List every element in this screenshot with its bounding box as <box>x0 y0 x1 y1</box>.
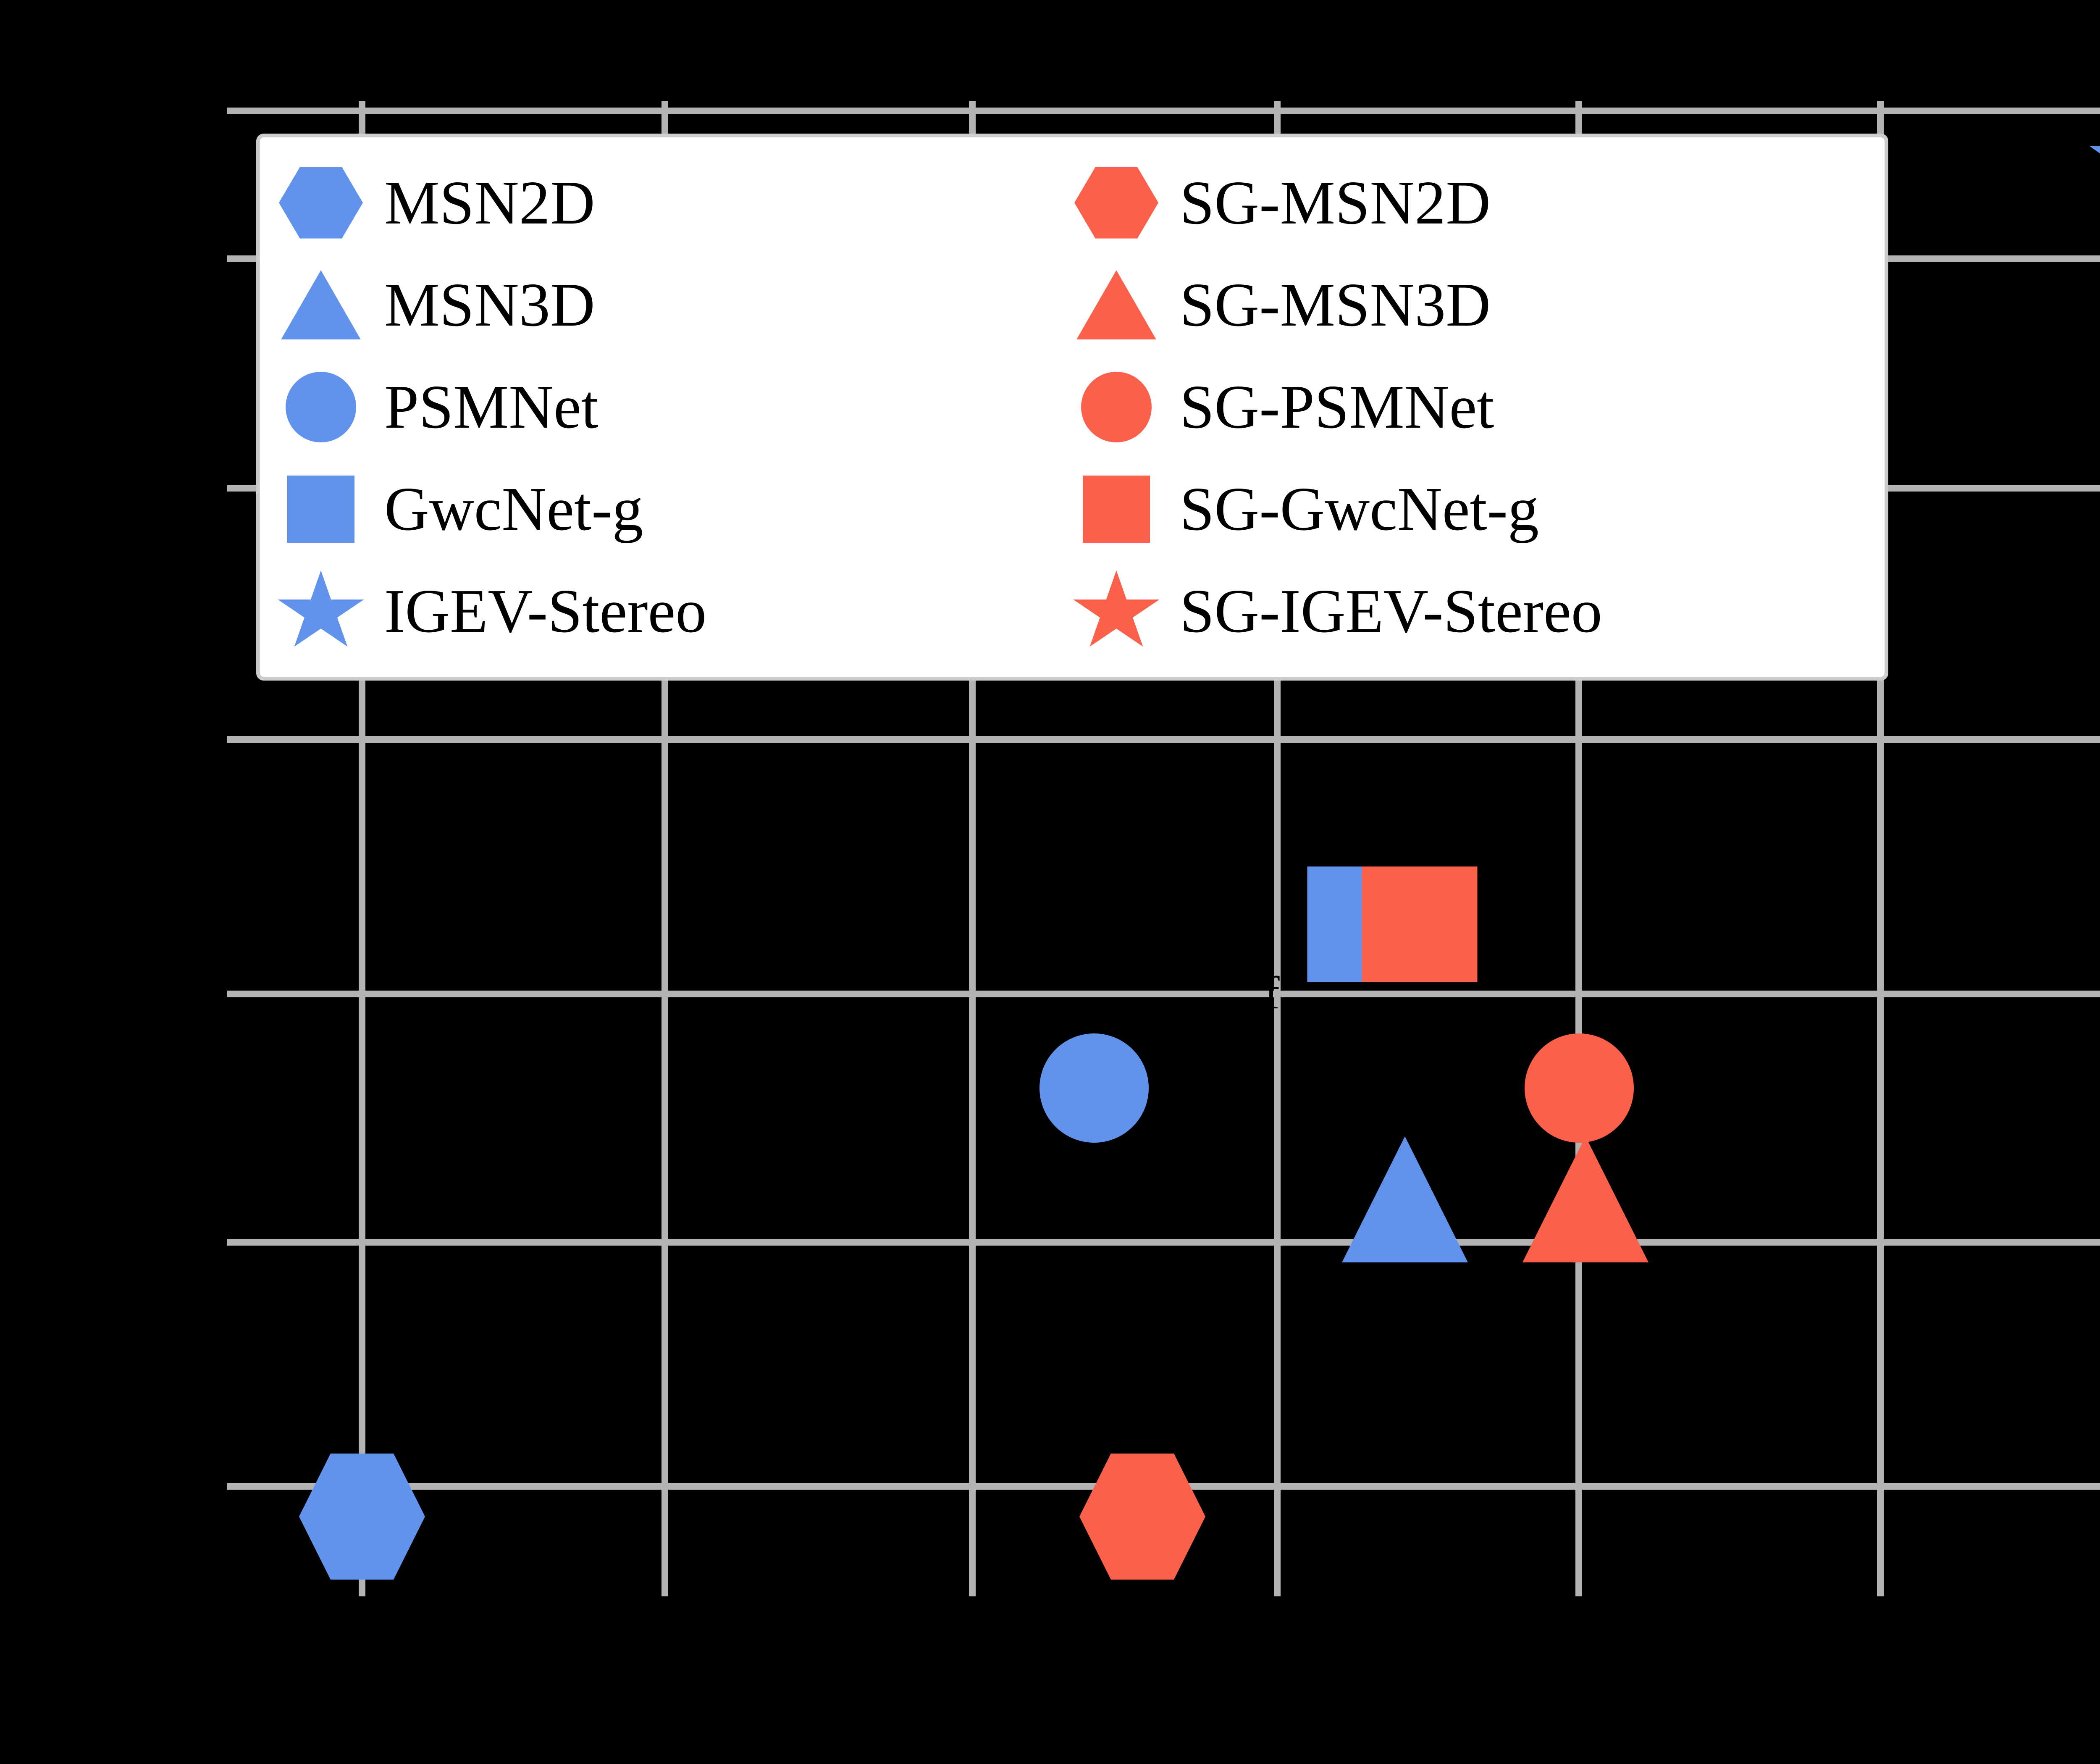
legend-label: PSMNet <box>384 372 598 442</box>
legend-swatch <box>277 261 365 349</box>
marker-psmnet <box>1040 1033 1149 1143</box>
marker-sg-msn3d <box>1522 1136 1648 1262</box>
triangle-icon <box>281 270 361 340</box>
legend-label: SG-GwcNet-g <box>1180 475 1539 544</box>
legend-entry-igev-stereo[interactable]: IGEV-Stereo <box>277 563 1072 660</box>
gridline-horizontal-5 <box>227 1239 2100 1246</box>
legend-swatch <box>277 159 365 247</box>
legend-label: SG-IGEV-Stereo <box>1180 577 1602 646</box>
legend-label: MSN2D <box>384 168 595 237</box>
star-icon <box>278 570 364 647</box>
legend-swatch <box>1072 363 1160 451</box>
triangle-icon <box>1522 1136 1648 1262</box>
marker-sg-msn2d <box>1079 1454 1205 1580</box>
marker-sg-psmnet <box>1525 1033 1634 1143</box>
legend-label: SG-PSMNet <box>1180 372 1494 442</box>
legend-entry-sg-gwcnet-g[interactable]: SG-GwcNet-g <box>1072 460 1868 558</box>
hexagon-icon <box>299 1454 425 1580</box>
gridline-horizontal-0 <box>227 108 2100 114</box>
square-icon <box>287 476 354 543</box>
marker-igev-stereo <box>2090 82 2100 263</box>
legend-entry-sg-igev-stereo[interactable]: SG-IGEV-Stereo <box>1072 563 1868 660</box>
legend-swatch <box>1072 567 1160 655</box>
legend-label: MSN3D <box>384 270 595 339</box>
triangle-icon <box>1342 1136 1468 1262</box>
legend-swatch <box>277 363 365 451</box>
circle-icon <box>286 371 356 442</box>
legend-entry-sg-msn2d[interactable]: SG-MSN2D <box>1072 154 1868 252</box>
marker-msn2d <box>299 1454 425 1580</box>
hidden-text-0: 0.0 <box>1336 698 1386 743</box>
circle-icon <box>1081 371 1152 442</box>
hexagon-icon <box>1079 1454 1205 1580</box>
triangle-icon <box>1076 270 1156 340</box>
gridline-horizontal-4 <box>227 991 2100 997</box>
legend-entry-msn3d[interactable]: MSN3D <box>277 256 1072 354</box>
legend-swatch <box>277 567 365 655</box>
circle-icon <box>1525 1033 1634 1143</box>
marker-msn3d <box>1342 1136 1468 1262</box>
legend-swatch <box>1072 159 1160 247</box>
hexagon-icon <box>279 167 363 239</box>
square-icon <box>1083 476 1150 543</box>
legend-label: GwcNet-g <box>384 475 643 544</box>
star-icon <box>1073 570 1160 647</box>
legend-label: IGEV-Stereo <box>384 577 707 646</box>
legend-swatch <box>277 465 365 553</box>
marker-sg-gwcnet-g <box>1362 866 1478 982</box>
legend-entry-msn2d[interactable]: MSN2D <box>277 154 1072 252</box>
legend-entry-sg-psmnet[interactable]: SG-PSMNet <box>1072 358 1868 456</box>
legend-label: SG-MSN3D <box>1180 270 1491 339</box>
legend-swatch <box>1072 465 1160 553</box>
legend-swatch <box>1072 261 1160 349</box>
legend-label: SG-MSN2D <box>1180 168 1491 237</box>
square-icon <box>1362 866 1478 982</box>
gridline-horizontal-3 <box>227 736 2100 743</box>
star-icon <box>2090 82 2100 250</box>
circle-icon <box>1040 1033 1149 1143</box>
hexagon-icon <box>1074 167 1158 239</box>
legend-entry-psmnet[interactable]: PSMNet <box>277 358 1072 456</box>
legend-entry-sg-msn3d[interactable]: SG-MSN3D <box>1072 256 1868 354</box>
legend-entry-gwcnet-g[interactable]: GwcNet-g <box>277 460 1072 558</box>
hidden-text-1: f <box>1264 967 1280 1018</box>
